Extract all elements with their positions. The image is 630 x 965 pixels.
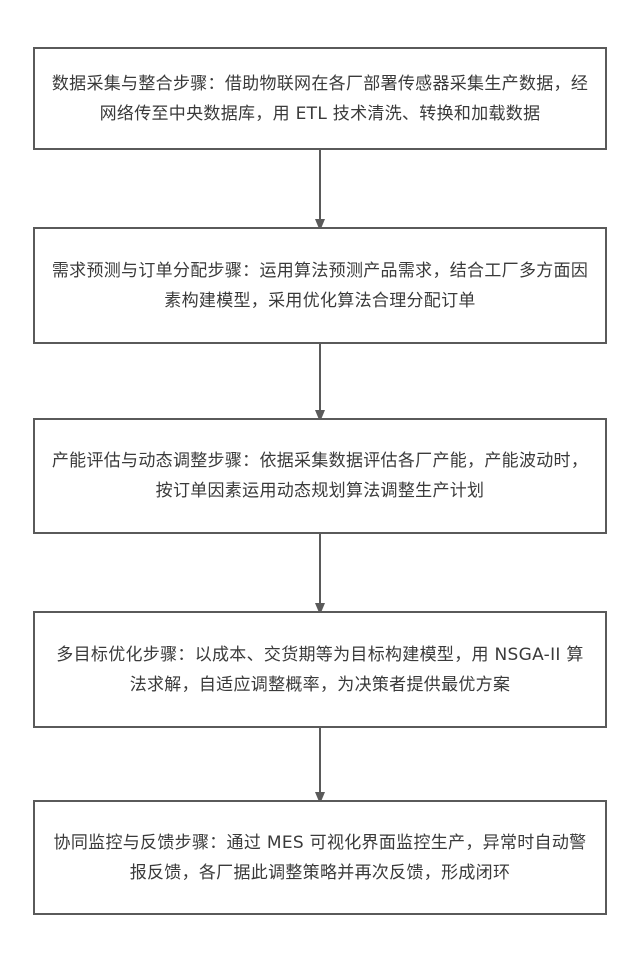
step-box-demand-forecast: 需求预测与订单分配步骤：运用算法预测产品需求，结合工厂多方面因素构建模型，采用优… — [33, 227, 607, 344]
step-text-capacity-assessment: 产能评估与动态调整步骤：依据采集数据评估各厂产能，产能波动时，按订单因素运用动态… — [49, 446, 591, 506]
step-box-data-collection: 数据采集与整合步骤：借助物联网在各厂部署传感器采集生产数据，经网络传至中央数据库… — [33, 47, 607, 150]
step-text-data-collection: 数据采集与整合步骤：借助物联网在各厂部署传感器采集生产数据，经网络传至中央数据库… — [49, 69, 591, 129]
step-box-capacity-assessment: 产能评估与动态调整步骤：依据采集数据评估各厂产能，产能波动时，按订单因素运用动态… — [33, 418, 607, 534]
step-text-demand-forecast: 需求预测与订单分配步骤：运用算法预测产品需求，结合工厂多方面因素构建模型，采用优… — [49, 256, 591, 316]
step-box-monitoring-feedback: 协同监控与反馈步骤：通过 MES 可视化界面监控生产，异常时自动警报反馈，各厂据… — [33, 800, 607, 915]
step-box-multi-objective-optimization: 多目标优化步骤：以成本、交货期等为目标构建模型，用 NSGA-II 算法求解，自… — [33, 611, 607, 728]
step-text-multi-objective-optimization: 多目标优化步骤：以成本、交货期等为目标构建模型，用 NSGA-II 算法求解，自… — [49, 640, 591, 700]
step-text-monitoring-feedback: 协同监控与反馈步骤：通过 MES 可视化界面监控生产，异常时自动警报反馈，各厂据… — [49, 828, 591, 888]
